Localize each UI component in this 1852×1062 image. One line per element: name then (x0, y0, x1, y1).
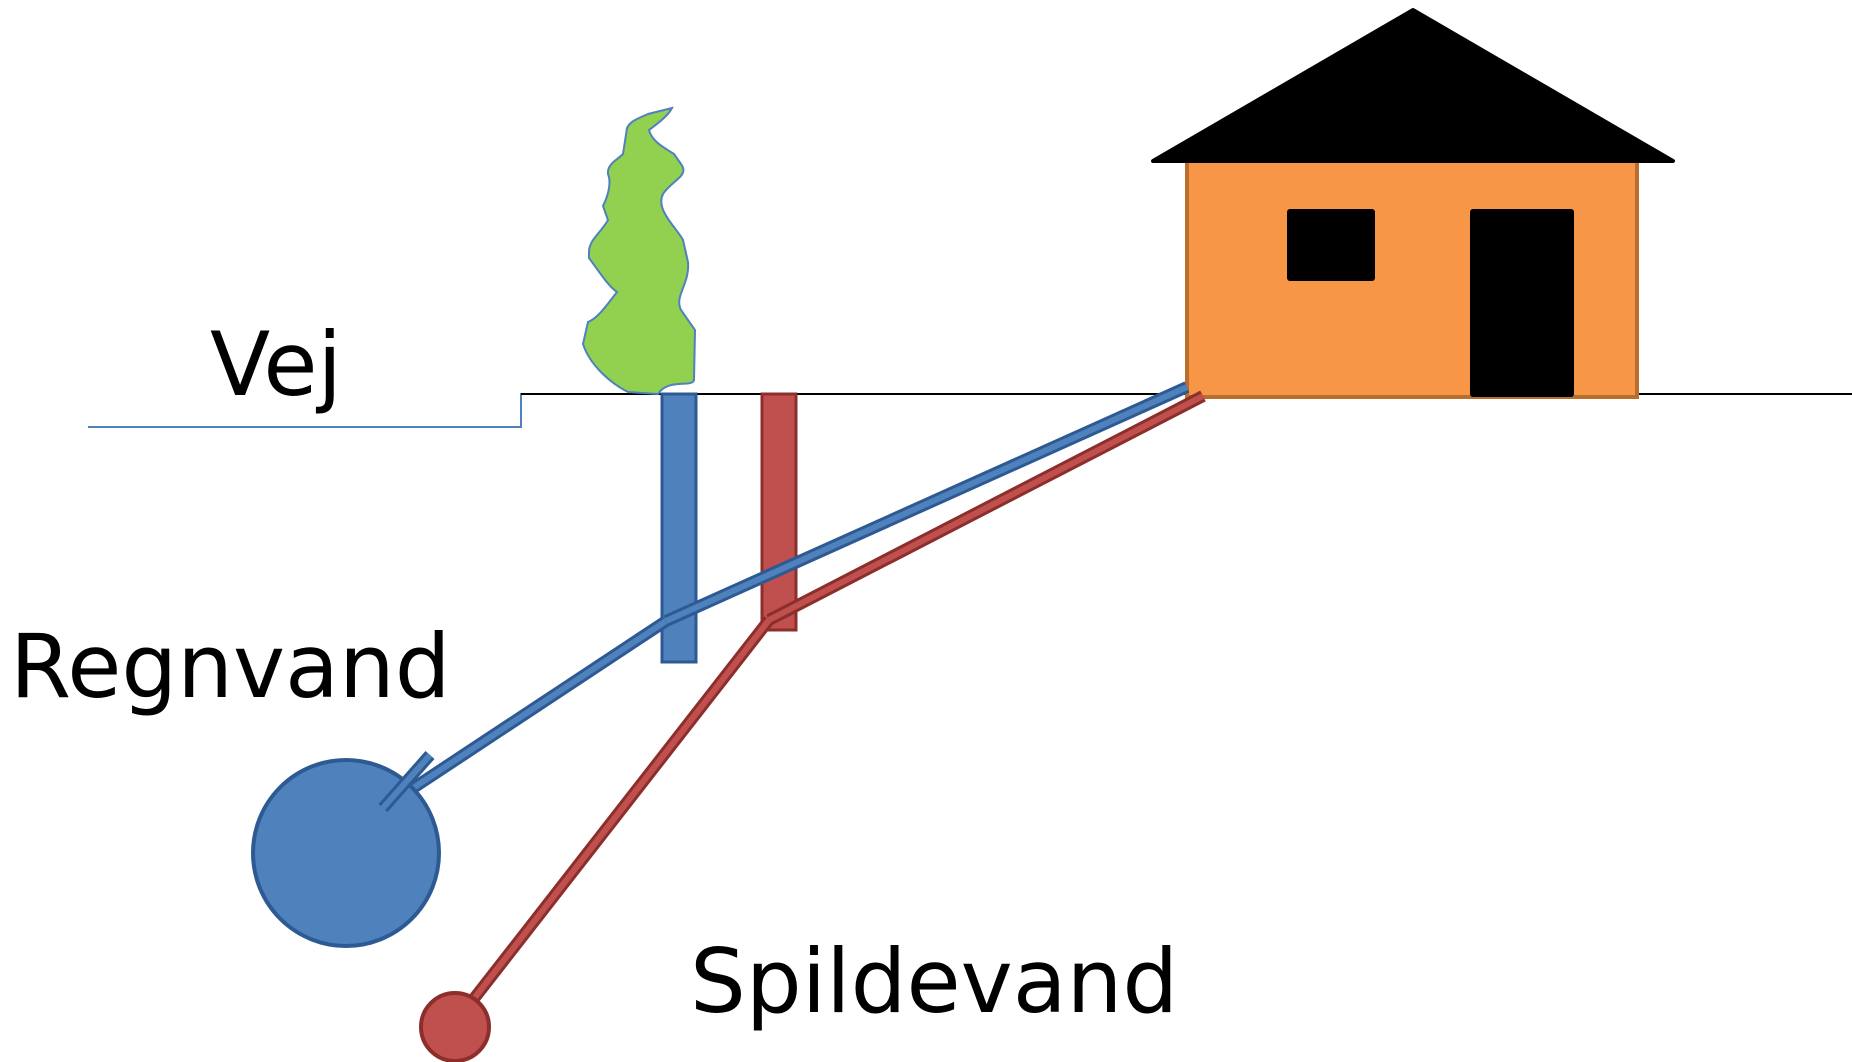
house-window (1287, 209, 1375, 281)
rainwater-pipe (664, 384, 1189, 624)
rainwater-main-pipe (381, 618, 668, 811)
road-label: Vej (210, 313, 342, 416)
tree-icon (581, 106, 697, 396)
rainwater-label: Regnvand (10, 615, 451, 718)
house-door (1470, 209, 1574, 397)
wastewater-main-pipe (459, 618, 772, 1016)
wastewater-main (419, 991, 491, 1062)
house-icon (1151, 8, 1675, 399)
wastewater-house-pipe (767, 393, 1205, 623)
house-roof (1151, 8, 1675, 163)
rainwater-pipe-inlet (380, 753, 433, 810)
wastewater-label: Spildevand (690, 930, 1178, 1033)
rainwater-main (251, 758, 441, 948)
wastewater-inspection-well (760, 392, 798, 632)
